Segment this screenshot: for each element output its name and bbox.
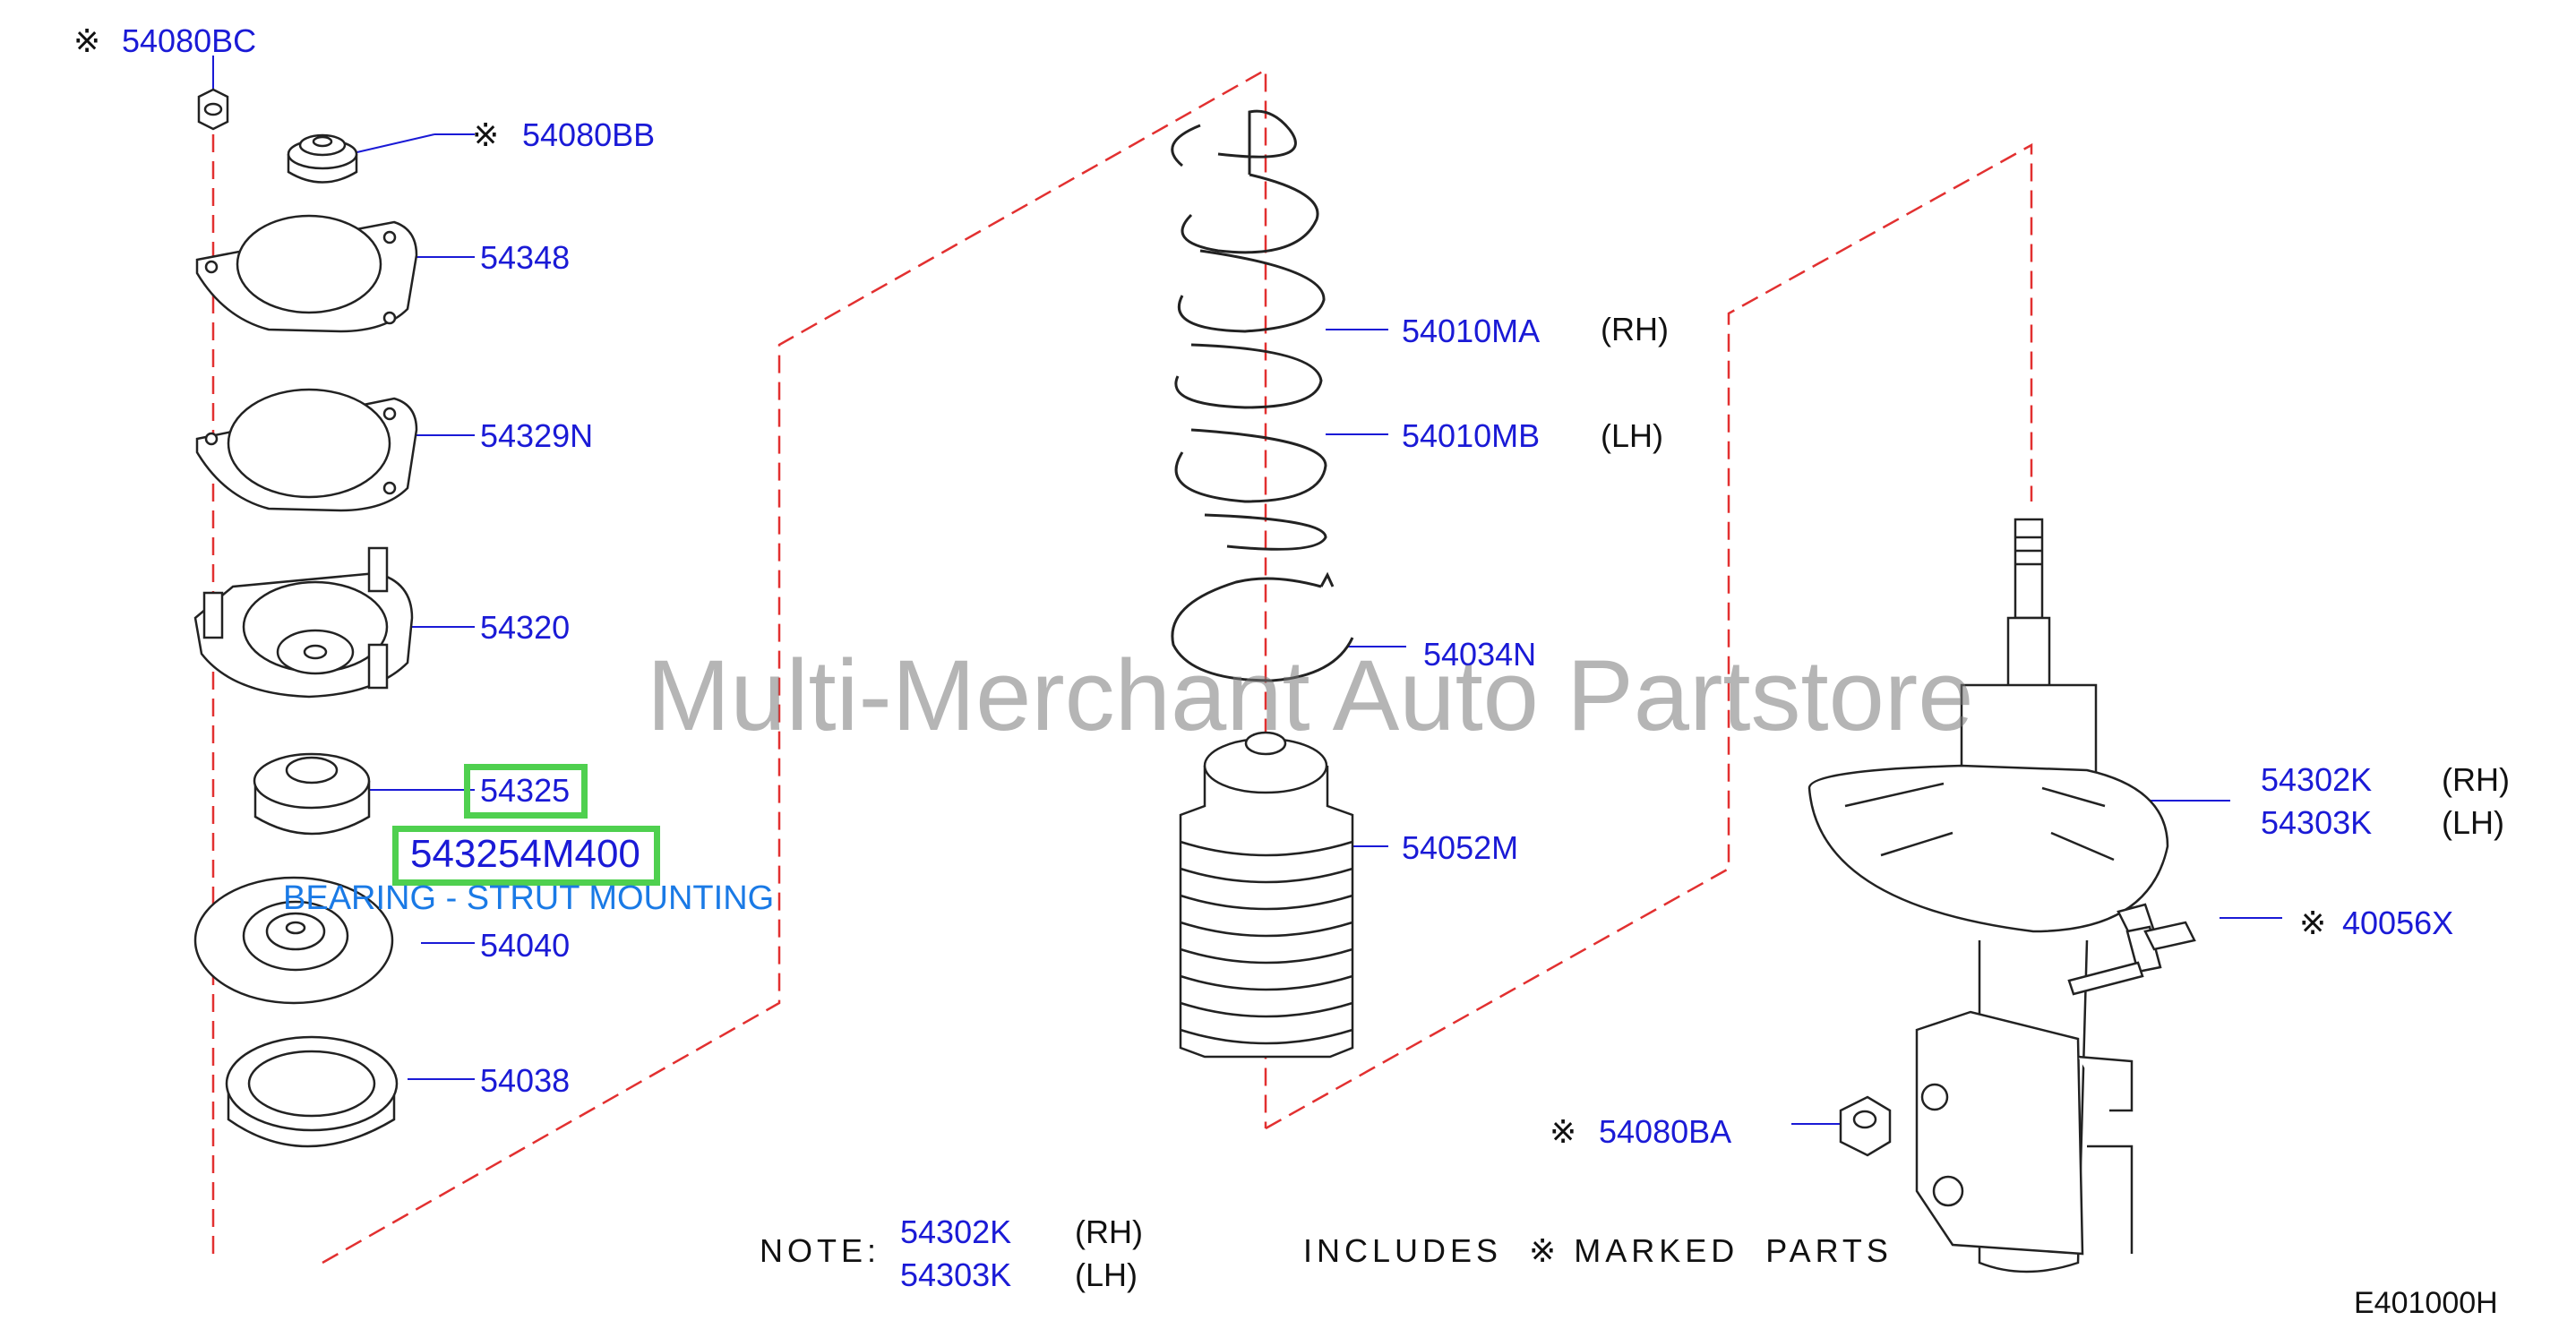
mark-symbol: ※ — [2299, 905, 2327, 941]
part-label-54038[interactable]: 54038 — [480, 1062, 571, 1099]
part-label-54080bb[interactable]: 54080BB — [522, 116, 656, 153]
part-label-54034n[interactable]: 54034N — [1423, 636, 1537, 673]
bump-stop-ring — [1171, 571, 1354, 682]
mark-symbol: ※ — [73, 22, 101, 59]
note-includes: INCLUDES ※ MARKED PARTS — [1303, 1232, 1893, 1269]
diagram-code: E401000H — [2354, 1286, 2498, 1320]
part-label-54320[interactable]: 54320 — [480, 609, 571, 646]
highlighted-part-number[interactable]: 543254M400 — [410, 832, 640, 876]
part-label-54052m[interactable]: 54052M — [1402, 829, 1519, 866]
part-label-54080ba[interactable]: 54080BA — [1599, 1113, 1732, 1150]
note-side-lh: (LH) — [1075, 1256, 1138, 1293]
part-label-54080bc[interactable]: 54080BC — [122, 22, 257, 59]
watermark: Multi-Merchant Auto Partstore — [647, 639, 1974, 751]
coil-spring — [1171, 109, 1327, 551]
part-label-54010mb[interactable]: 54010MB — [1402, 417, 1541, 454]
note-part-lh[interactable]: 54303K — [900, 1256, 1012, 1293]
note-prefix: NOTE: — [760, 1232, 881, 1269]
mount-parts — [193, 88, 418, 1148]
side-rh: (RH) — [1601, 311, 1669, 347]
part-label-54329n[interactable]: 54329N — [480, 417, 594, 454]
part-label-40056x[interactable]: 40056X — [2342, 905, 2454, 941]
part-label-54303k[interactable]: 54303K — [2261, 804, 2373, 841]
dust-boot — [1179, 731, 1354, 1059]
part-description: BEARING - STRUT MOUNTING — [283, 879, 775, 917]
dashed-assembly-lines — [211, 67, 2033, 1265]
mark-symbol: ※ — [1550, 1113, 1577, 1150]
side-lh: (LH) — [2442, 804, 2504, 841]
part-label-54040[interactable]: 54040 — [480, 927, 571, 964]
part-label-54348[interactable]: 54348 — [480, 239, 571, 276]
side-lh: (LH) — [1601, 417, 1663, 454]
part-label-54010ma[interactable]: 54010MA — [1402, 313, 1541, 349]
note-part-rh[interactable]: 54302K — [900, 1213, 1012, 1250]
part-label-54325[interactable]: 54325 — [480, 772, 571, 809]
side-rh: (RH) — [2442, 761, 2510, 798]
note-side-rh: (RH) — [1075, 1213, 1143, 1250]
bolt-and-nut — [1839, 903, 2196, 1157]
highlight-box-part-number — [392, 826, 660, 886]
leader-lines — [212, 56, 2282, 1125]
strut-assembly — [1807, 518, 2169, 1273]
highlight-box-54325 — [464, 764, 588, 819]
mark-symbol: ※ — [472, 116, 500, 153]
part-label-54302k[interactable]: 54302K — [2261, 761, 2373, 798]
